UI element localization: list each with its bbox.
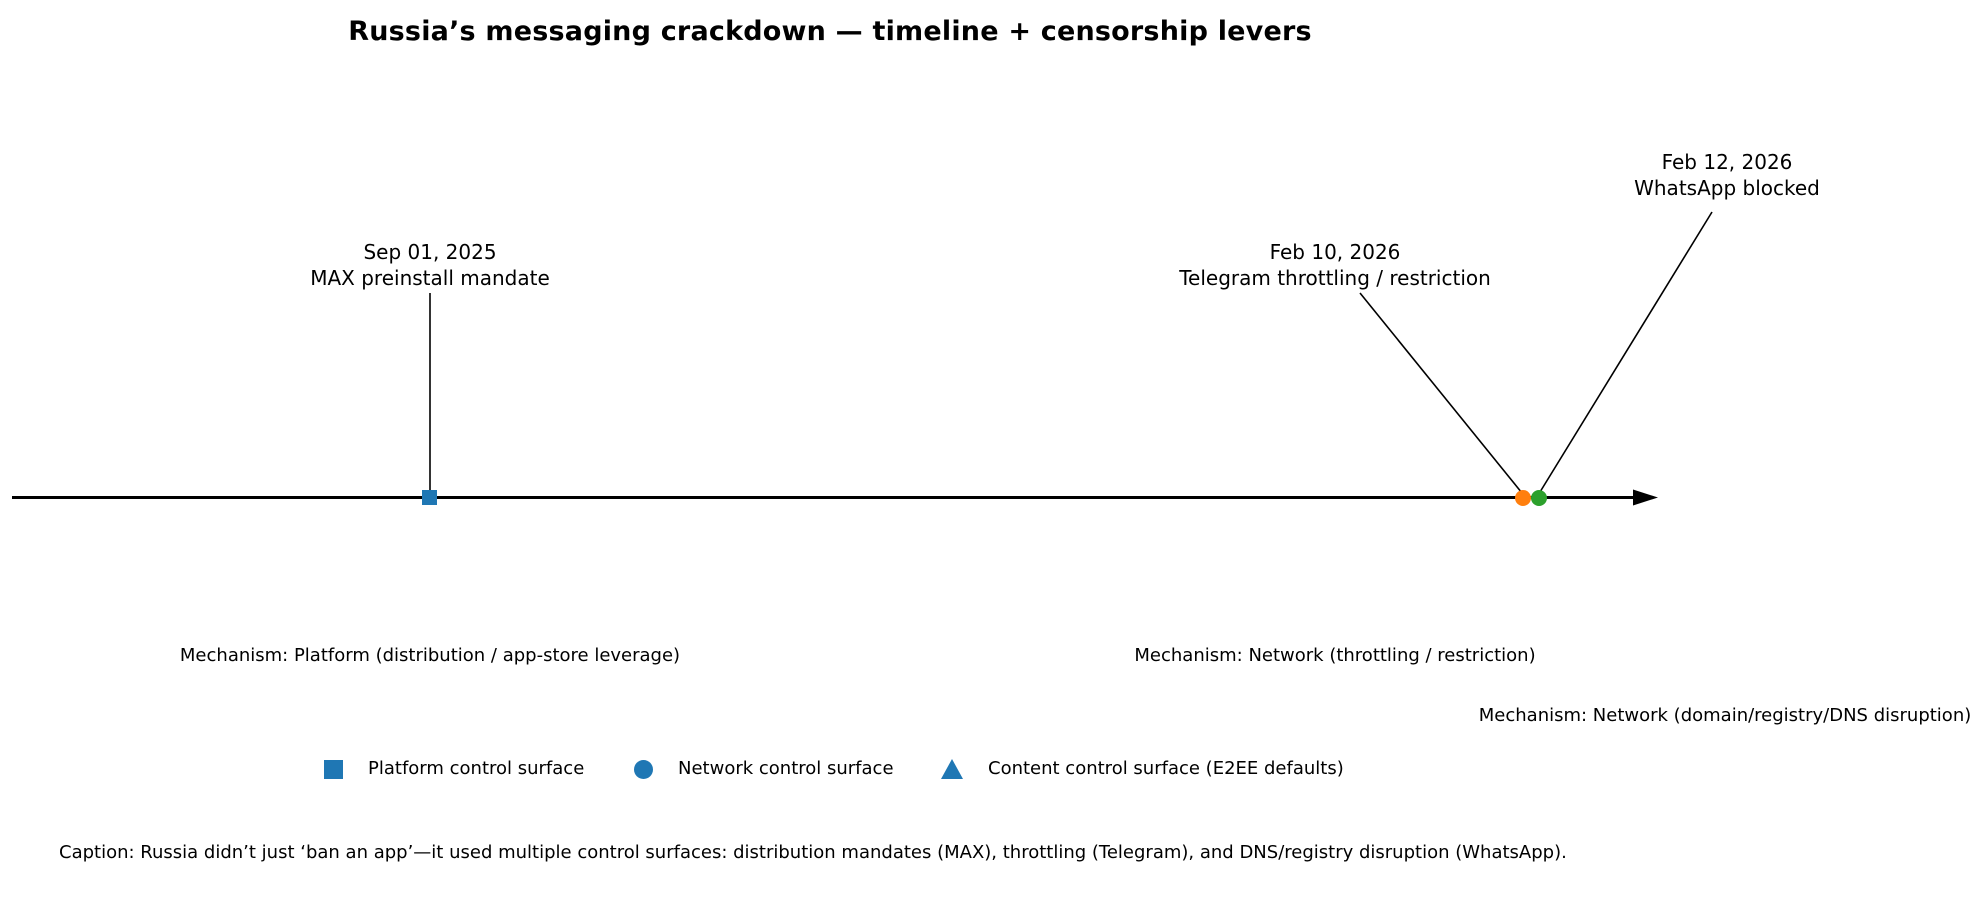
legend-item-content: Content control surface (E2EE defaults) [941,758,1344,780]
mechanism-label-platform: Mechanism: Platform (distribution / app-… [179,645,681,666]
event-label: WhatsApp blocked [1634,176,1820,200]
event-marker-whatsapp [1531,490,1547,506]
chart-title: Russia’s messaging crackdown — timeline … [348,16,1312,47]
leader-line-whatsapp [1539,211,1713,493]
event-date: Feb 10, 2026 [1269,240,1401,264]
event-date: Feb 12, 2026 [1661,150,1793,174]
event-annotation-whatsapp: Feb 12, 2026 WhatsApp blocked [1527,149,1927,201]
timeline-axis-arrowhead-icon [1633,489,1658,506]
event-label: MAX preinstall mandate [310,266,550,290]
legend-label: Content control surface (E2EE defaults) [988,758,1344,779]
legend-item-network: Network control surface [634,758,894,780]
mechanism-label-network-dns: Mechanism: Network (domain/registry/DNS … [1478,705,1972,726]
square-marker-icon [324,759,343,779]
event-marker-max [422,490,437,505]
circle-marker-icon [634,759,653,779]
event-annotation-telegram: Feb 10, 2026 Telegram throttling / restr… [1135,239,1535,291]
leader-line-telegram [1359,292,1523,494]
triangle-marker-icon [941,759,963,779]
event-date: Sep 01, 2025 [363,240,497,264]
chart-caption: Caption: Russia didn’t just ‘ban an app’… [59,842,1567,863]
event-label: Telegram throttling / restriction [1179,266,1491,290]
legend-item-platform: Platform control surface [324,758,584,780]
mechanism-label-network-throttling: Mechanism: Network (throttling / restric… [1134,645,1536,666]
legend-label: Platform control surface [368,758,585,779]
legend-label: Network control surface [678,758,894,779]
event-marker-telegram [1515,490,1531,506]
event-annotation-max: Sep 01, 2025 MAX preinstall mandate [230,239,630,291]
